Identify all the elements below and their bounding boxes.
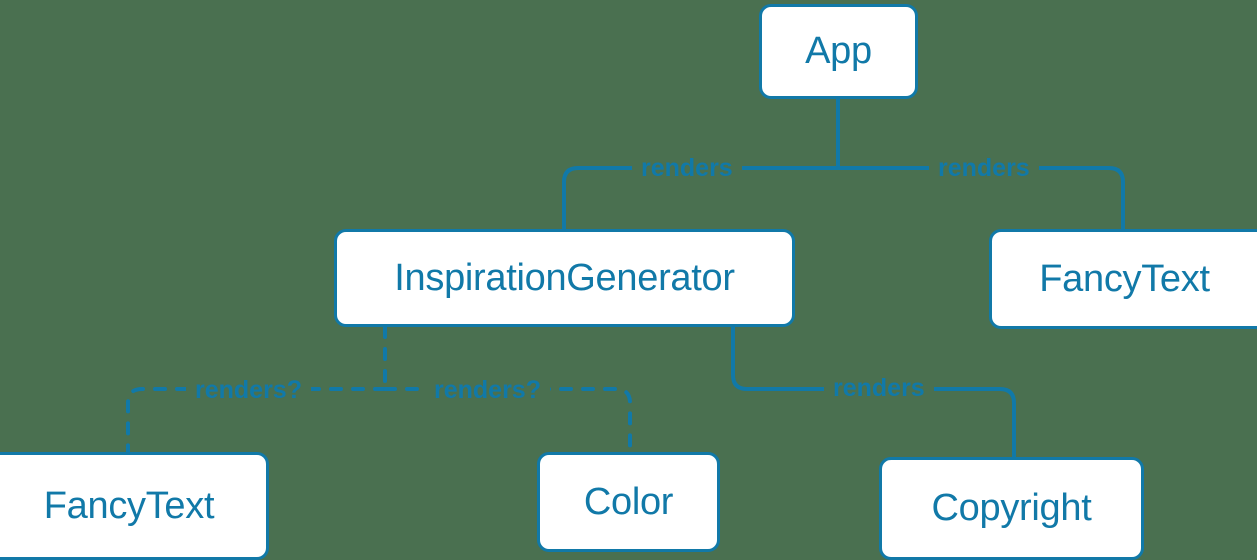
edge-inspiration-to-color-dashed <box>383 387 632 454</box>
edge-inspiration-to-fancytext-dashed <box>126 387 387 454</box>
node-fancytext-right-label: FancyText <box>1039 257 1210 300</box>
edge-label-inspiration-to-color: renders? <box>425 376 550 404</box>
node-copyright[interactable]: Copyright <box>879 457 1144 560</box>
edge-label-app-to-fancytext: renders <box>929 154 1039 182</box>
node-fancytext-right[interactable]: FancyText <box>989 229 1257 329</box>
node-inspiration-generator-label: InspirationGenerator <box>394 256 735 299</box>
edge-label-app-to-inspiration: renders <box>632 154 742 182</box>
node-app[interactable]: App <box>759 4 918 99</box>
node-fancytext-left[interactable]: FancyText <box>0 452 269 560</box>
node-color[interactable]: Color <box>537 452 720 552</box>
edge-label-inspiration-to-copyright: renders <box>824 374 934 402</box>
node-color-label: Color <box>583 480 674 523</box>
node-copyright-label: Copyright <box>931 487 1092 529</box>
edge-label-inspiration-to-fancytext: renders? <box>186 376 311 404</box>
edge-app-to-fancytext <box>836 166 1125 231</box>
edge-app-to-inspiration <box>562 166 840 231</box>
node-fancytext-left-label: FancyText <box>43 484 215 527</box>
node-app-label: App <box>805 30 872 72</box>
node-inspiration-generator[interactable]: InspirationGenerator <box>334 229 795 327</box>
